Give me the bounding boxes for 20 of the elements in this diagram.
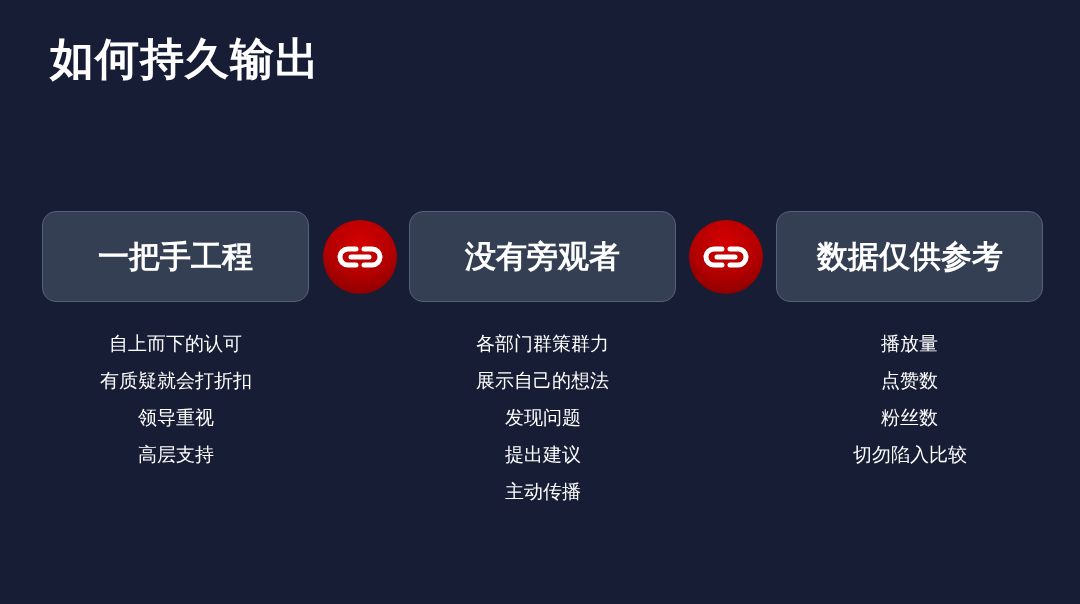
bullet-text: 自上而下的认可	[109, 331, 242, 356]
title-card	[42, 211, 309, 302]
bullet-text: 展示自己的想法	[476, 368, 609, 393]
bullet-text: 点赞数	[881, 368, 938, 393]
title-card	[409, 211, 676, 302]
bullet-text: 有质疑就会打折扣	[99, 368, 252, 393]
card-title: 没有旁观者	[465, 236, 620, 276]
card-title: 一把手工程	[98, 236, 253, 276]
bullet-text: 发现问题	[504, 405, 581, 430]
bullet-text: 粉丝数	[881, 405, 938, 430]
bullet-text: 切勿陷入比较	[852, 442, 967, 467]
bullet-text: 领导重视	[137, 405, 214, 430]
bullet-text: 各部门群策群力	[476, 331, 609, 356]
card-title: 数据仅供参考	[816, 236, 1003, 276]
bullet-text: 提出建议	[504, 442, 581, 467]
slide-title: 如何持久输出	[50, 32, 320, 86]
title-card	[776, 211, 1043, 302]
bullet-text: 播放量	[881, 331, 938, 356]
bullet-text: 高层支持	[137, 442, 214, 467]
bullet-text: 主动传播	[504, 479, 581, 504]
